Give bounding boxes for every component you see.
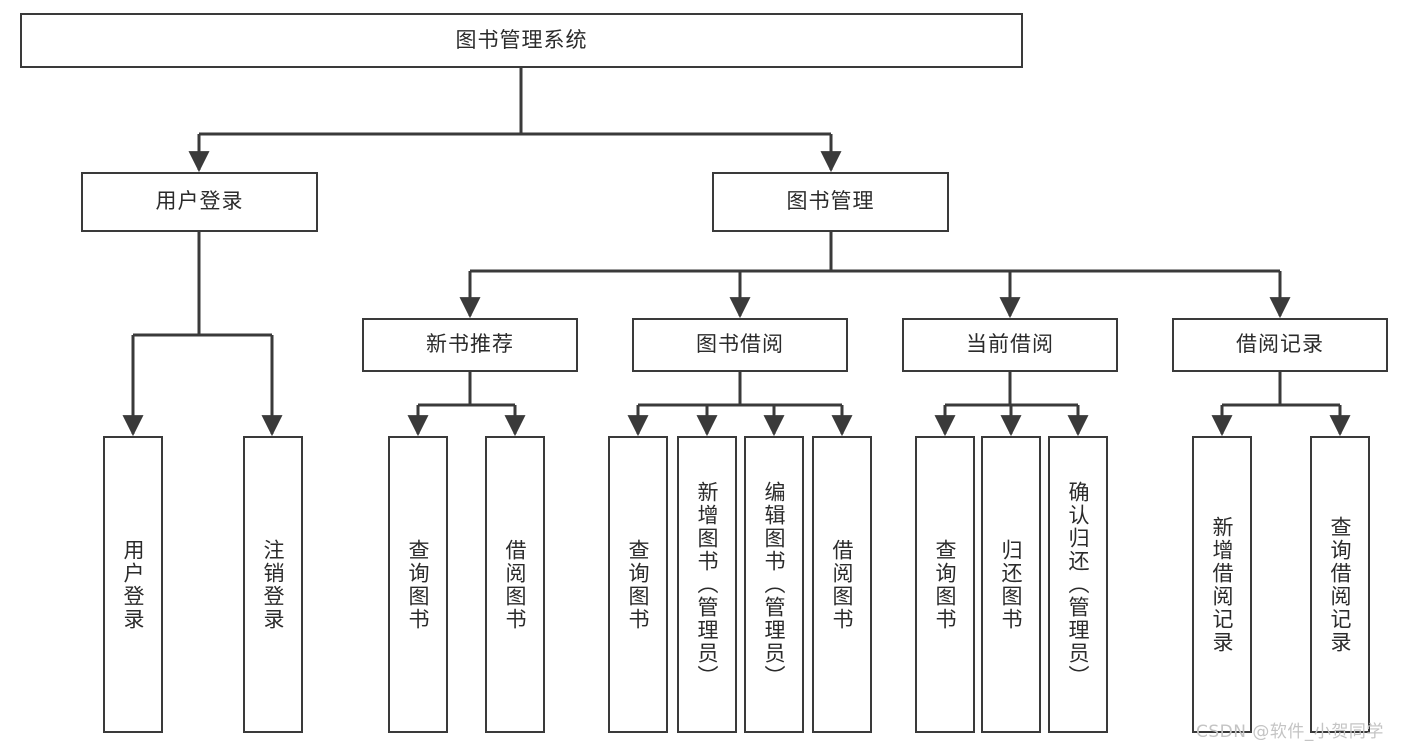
- leaf-query-borrow-record-label: 查询借阅记录: [1328, 515, 1353, 654]
- node-user-login[interactable]: 用户登录: [81, 172, 318, 232]
- leaf-borrow-book-label: 借阅图书: [830, 538, 855, 631]
- leaf-query-book-new-label: 查询图书: [406, 538, 431, 631]
- node-book-borrow-label: 图书借阅: [696, 332, 784, 357]
- node-book-management[interactable]: 图书管理: [712, 172, 949, 232]
- leaf-logout-label: 注销登录: [261, 538, 286, 631]
- leaf-confirm-return-admin-label: 确认归还（管理员）: [1066, 481, 1091, 688]
- node-new-book-recommend-label: 新书推荐: [426, 332, 514, 357]
- edges-root-to-level1: [188, 68, 842, 173]
- node-new-book-recommend[interactable]: 新书推荐: [362, 318, 578, 372]
- node-borrow-record-label: 借阅记录: [1236, 332, 1324, 357]
- leaf-query-book-borrow-label: 查询图书: [626, 538, 651, 631]
- leaf-borrow-book[interactable]: 借阅图书: [812, 436, 872, 733]
- edges-new-book-to-leaves: [407, 372, 526, 437]
- node-current-borrow[interactable]: 当前借阅: [902, 318, 1118, 372]
- leaf-return-book[interactable]: 归还图书: [981, 436, 1041, 733]
- leaf-add-borrow-record-label: 新增借阅记录: [1210, 515, 1235, 654]
- node-book-borrow[interactable]: 图书借阅: [632, 318, 848, 372]
- edges-borrow-record-to-leaves: [1211, 372, 1351, 437]
- leaf-query-book-borrow[interactable]: 查询图书: [608, 436, 668, 733]
- leaf-add-borrow-record[interactable]: 新增借阅记录: [1192, 436, 1252, 733]
- edges-book-borrow-to-leaves: [627, 372, 853, 437]
- leaf-borrow-book-new-label: 借阅图书: [503, 538, 528, 631]
- node-current-borrow-label: 当前借阅: [966, 332, 1054, 357]
- leaf-query-book-current[interactable]: 查询图书: [915, 436, 975, 733]
- leaf-user-login-label: 用户登录: [121, 538, 146, 631]
- leaf-query-book-current-label: 查询图书: [933, 538, 958, 631]
- leaf-query-book-new[interactable]: 查询图书: [388, 436, 448, 733]
- leaf-edit-book-admin-label: 编辑图书（管理员）: [762, 481, 787, 688]
- node-root-label: 图书管理系统: [455, 27, 588, 52]
- node-book-management-label: 图书管理: [786, 189, 875, 214]
- edges-current-borrow-to-leaves: [934, 372, 1089, 437]
- csdn-watermark: CSDN @软件_小贺同学: [1196, 722, 1384, 742]
- leaf-user-login[interactable]: 用户登录: [103, 436, 163, 733]
- leaf-add-book-admin-label: 新增图书（管理员）: [695, 481, 720, 688]
- leaf-add-book-admin[interactable]: 新增图书（管理员）: [677, 436, 737, 733]
- leaf-return-book-label: 归还图书: [999, 538, 1024, 631]
- node-user-login-label: 用户登录: [155, 189, 244, 214]
- leaf-query-borrow-record[interactable]: 查询借阅记录: [1310, 436, 1370, 733]
- edges-book-mgmt-to-level2: [459, 232, 1291, 319]
- node-root[interactable]: 图书管理系统: [20, 13, 1023, 68]
- leaf-borrow-book-new[interactable]: 借阅图书: [485, 436, 545, 733]
- node-borrow-record[interactable]: 借阅记录: [1172, 318, 1388, 372]
- leaf-edit-book-admin[interactable]: 编辑图书（管理员）: [744, 436, 804, 733]
- leaf-confirm-return-admin[interactable]: 确认归还（管理员）: [1048, 436, 1108, 733]
- edges-user-login-to-leaves: [122, 232, 283, 437]
- leaf-logout[interactable]: 注销登录: [243, 436, 303, 733]
